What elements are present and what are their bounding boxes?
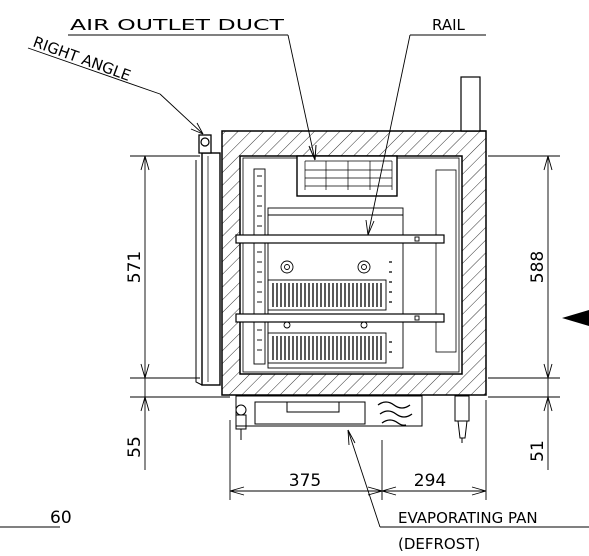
base-components — [235, 395, 470, 443]
rail-label: RAIL — [432, 16, 465, 34]
dimension-294: 294 — [414, 471, 446, 491]
interior-components — [235, 168, 445, 369]
dimension-571: 571 — [125, 251, 145, 283]
air-outlet-duct-label: AIR OUTLET DUCT — [70, 16, 285, 34]
dimension-55: 55 — [125, 436, 145, 458]
door — [195, 134, 221, 386]
leader-lines — [0, 34, 589, 528]
defrost-label: (DEFROST) — [398, 535, 480, 553]
dimension-lines — [130, 155, 560, 500]
evaporating-pan-label: EVAPORATING PAN — [398, 509, 538, 527]
air-outlet-duct — [296, 155, 398, 197]
dimension-588: 588 — [528, 251, 548, 283]
dimension-51: 51 — [528, 440, 548, 462]
right-angle-label: RIGHT ANGLE — [31, 33, 134, 85]
view-direction-arrow-icon — [562, 310, 589, 326]
dimension-60: 60 — [50, 508, 72, 528]
dimension-375: 375 — [289, 471, 321, 491]
